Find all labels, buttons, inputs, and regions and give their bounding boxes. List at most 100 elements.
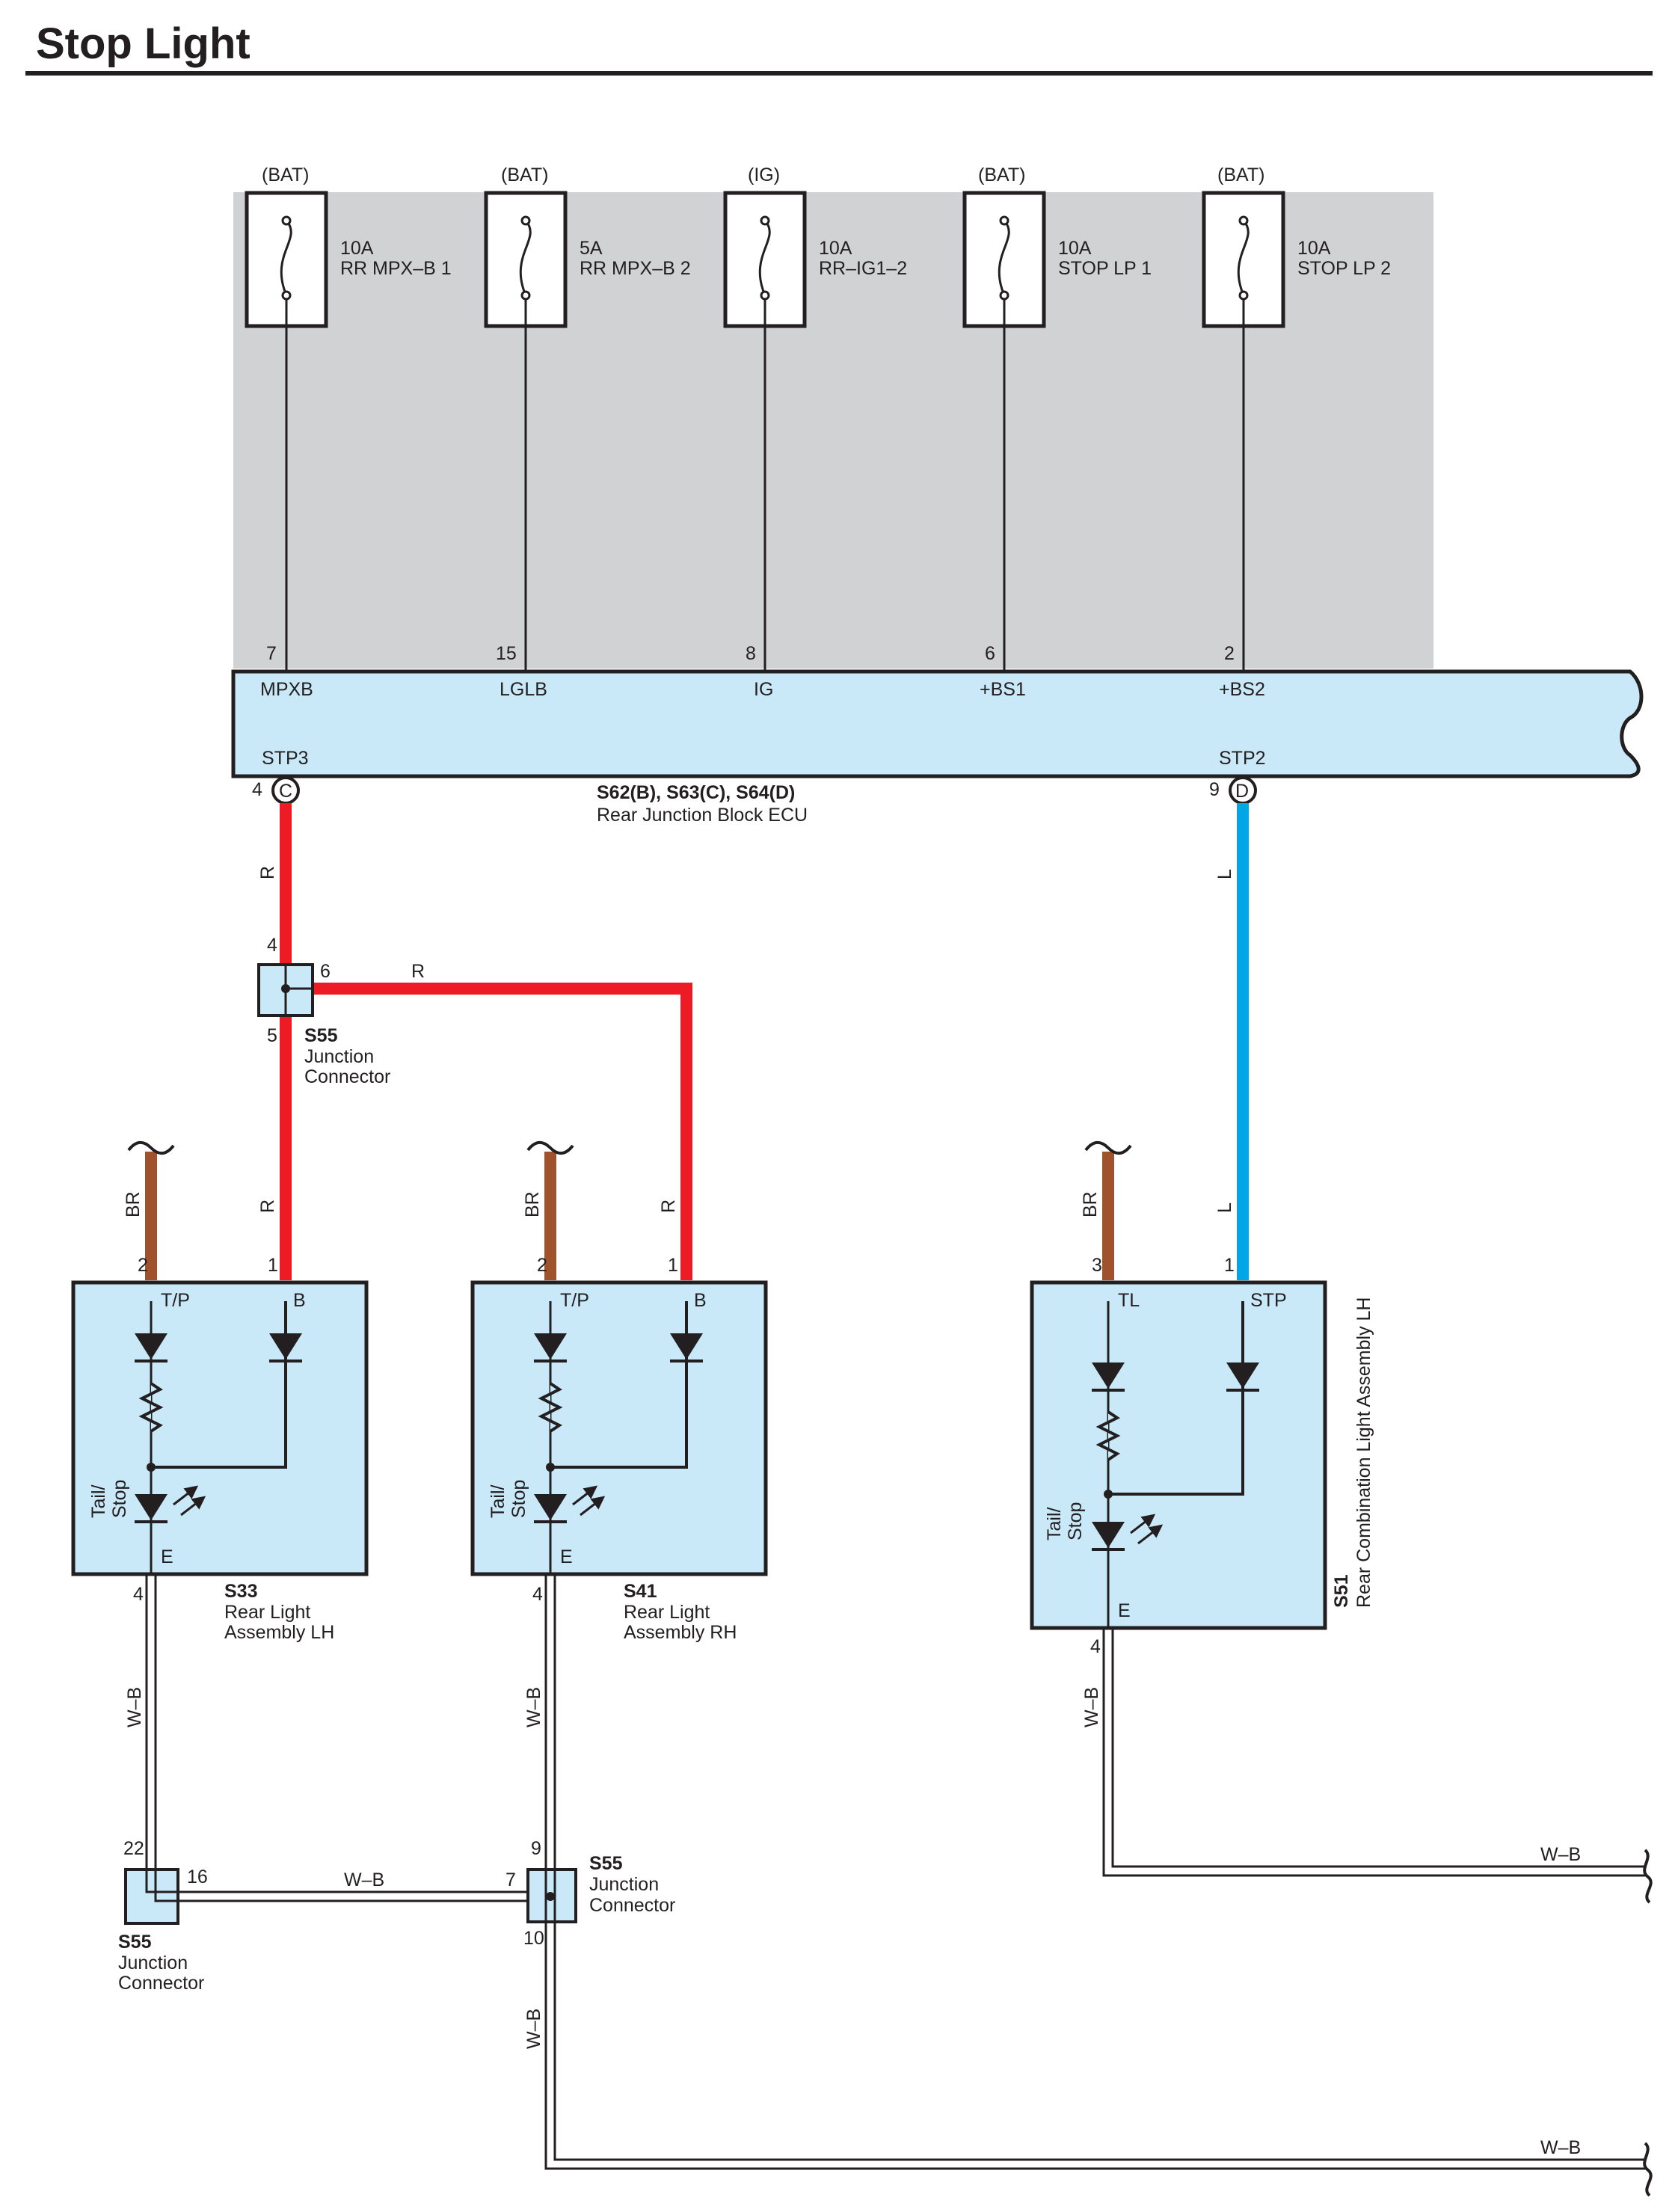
led-label: Stop: [1065, 1502, 1086, 1540]
lamp-terminal: T/P: [161, 1290, 190, 1311]
junction-connector-top: [257, 963, 314, 1017]
lamp-name: Assembly LH: [224, 1622, 334, 1643]
fuse-source: (BAT): [978, 165, 1025, 185]
ecu-terminal: +BS2: [1219, 679, 1265, 700]
fuse-element: [519, 220, 532, 296]
lamp-name: Rear Light: [624, 1602, 710, 1623]
fuse-amp: 10A: [1297, 238, 1331, 259]
fuse-amp: 10A: [1058, 238, 1092, 259]
fuse-element: [998, 220, 1010, 296]
junction-pin: 6: [320, 961, 331, 982]
lamp-rear-light-lh: [71, 1280, 369, 1576]
ecu-terminal: MPXB: [260, 679, 313, 700]
ecu-conn-letter: C: [279, 781, 292, 802]
led-label: Tail/: [88, 1484, 109, 1518]
wire-label: BR: [123, 1191, 144, 1217]
fuse-name: STOP LP 1: [1058, 258, 1152, 279]
junction-label: Connector: [118, 1973, 204, 1994]
junction-connector-bottom-left: [124, 1868, 179, 1925]
wire-label: R: [658, 1199, 679, 1213]
lamp-terminal: STP: [1250, 1290, 1287, 1311]
ecu-code: S62(B), S63(C), S64(D): [597, 782, 795, 803]
fuse-icon: [484, 191, 568, 328]
wire-label: BR: [1080, 1191, 1101, 1217]
page-title: Stop Light: [36, 19, 251, 68]
lamp-code: S51: [1331, 1574, 1352, 1608]
lamp-terminal: E: [161, 1546, 173, 1567]
ecu-block: [231, 669, 1644, 778]
ecu-conn-pin: 9: [1209, 779, 1220, 800]
wire-label: W–B: [1540, 1844, 1581, 1865]
lamp-name: Rear Light: [224, 1602, 310, 1623]
junction-pin: 22: [123, 1838, 144, 1859]
fuse-amp: 10A: [340, 238, 374, 259]
wire-label: L: [1214, 869, 1235, 879]
lamp-rear-combination-lh: [1030, 1280, 1327, 1630]
lamp-pin: 1: [1224, 1255, 1235, 1276]
junction-pin: 10: [523, 1928, 544, 1949]
break-marker: [1643, 1849, 1653, 1904]
junction-label: Connector: [589, 1895, 675, 1916]
wire-label: BR: [522, 1191, 543, 1217]
fuse-2: (BAT) 5A RR MPX–B 2 15: [484, 165, 691, 672]
fuse-element: [1237, 220, 1250, 296]
fuse-1: (BAT) 10A RR MPX–B 1 7: [245, 165, 452, 672]
junction-code: S55: [304, 1025, 338, 1046]
wire-label: W–B: [523, 1687, 544, 1727]
ground-wire: [145, 1575, 1645, 2170]
junction-label: Junction: [589, 1874, 659, 1895]
lamp-terminal: E: [560, 1546, 573, 1567]
ecu-name: Rear Junction Block ECU: [597, 805, 808, 826]
wire-label: W–B: [344, 1870, 384, 1890]
led-label: Stop: [508, 1480, 529, 1518]
brown-wire-s51: [1084, 1140, 1132, 1280]
led-label: Stop: [109, 1480, 130, 1518]
wire-label: W–B: [124, 1687, 145, 1727]
lamp-terminal: B: [694, 1290, 707, 1311]
fuse-element: [280, 220, 292, 296]
lamp-rear-light-rh: [470, 1280, 768, 1576]
junction-pin: 5: [267, 1025, 277, 1046]
wire-label: L: [1214, 1202, 1235, 1213]
wire-label: R: [411, 961, 425, 982]
lamp-pin: 2: [537, 1255, 547, 1276]
junction-pin: 9: [531, 1838, 541, 1859]
led-label: Tail/: [488, 1484, 508, 1518]
fuse-4: (BAT) 10A STOP LP 1 6: [962, 165, 1152, 672]
junction-code: S55: [589, 1853, 623, 1874]
lamp-pin: 1: [268, 1255, 278, 1276]
fuse-source: (BAT): [1217, 165, 1264, 185]
fuse-amp: 5A: [580, 238, 603, 259]
ecu-terminal: IG: [754, 679, 773, 700]
fuse-pin: 2: [1224, 643, 1235, 664]
brown-wire-s41: [526, 1140, 574, 1280]
lamp-code: S41: [624, 1581, 657, 1602]
fuse-name: RR MPX–B 1: [340, 258, 452, 279]
lamp-pin: 3: [1092, 1255, 1102, 1276]
fuse-element: [758, 220, 771, 296]
lamp-terminal: B: [293, 1290, 306, 1311]
fuse-pin: 7: [266, 643, 277, 664]
red-wire: [280, 803, 692, 1280]
lamp-pin: 4: [133, 1584, 144, 1605]
lamp-pin: 4: [1090, 1636, 1101, 1657]
junction-pin: 7: [505, 1870, 516, 1890]
lamp-pin: 1: [668, 1255, 678, 1276]
lamp-code: S33: [224, 1581, 257, 1602]
ecu-terminal: +BS1: [980, 679, 1026, 700]
break-marker: [1643, 2142, 1653, 2197]
junction-connector-bottom-mid: [526, 1868, 577, 1923]
lamp-terminal: T/P: [560, 1290, 589, 1311]
fuse-pin: 6: [985, 643, 995, 664]
ecu-conn-letter: D: [1235, 781, 1249, 802]
wire-label: W–B: [1081, 1687, 1102, 1727]
junction-pin: 16: [187, 1867, 208, 1887]
wire-label: W–B: [523, 2009, 544, 2049]
wire-label: W–B: [1540, 2137, 1581, 2158]
junction-label: Junction: [304, 1046, 374, 1067]
lamp-terminal: E: [1118, 1600, 1131, 1621]
junction-pin: 4: [267, 935, 277, 956]
fuse-name: RR MPX–B 2: [580, 258, 691, 279]
fuse-source: (BAT): [501, 165, 548, 185]
fuse-pin: 8: [746, 643, 756, 664]
